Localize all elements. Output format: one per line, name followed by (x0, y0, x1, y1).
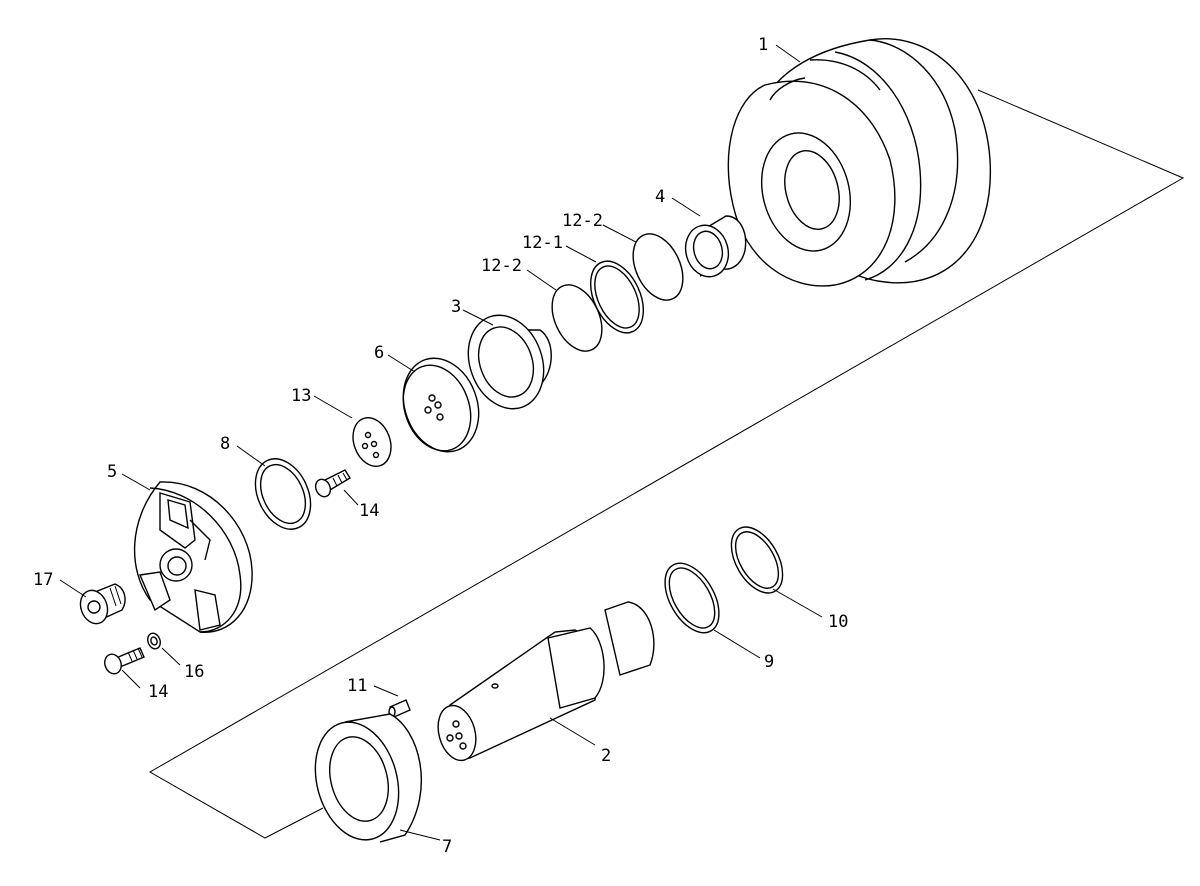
callout-8: 8 (220, 434, 230, 454)
part-16-washer (147, 632, 161, 650)
part-1-roller-body (727, 38, 992, 287)
part-12-2-upper-disc (632, 233, 684, 301)
part-10-ring (730, 526, 784, 594)
part-13-small-plate (352, 417, 392, 467)
callout-4: 4 (655, 187, 665, 207)
part-12-2-lower-disc (551, 284, 603, 352)
part-3-flanged-bushing (467, 314, 552, 410)
callout-12-1: 12-1 (522, 233, 563, 253)
callout-labels: 1 4 12-2 12-1 12-2 3 6 13 8 14 5 17 16 1… (33, 35, 848, 857)
callout-16: 16 (184, 662, 204, 682)
part-6-cover-plate (402, 357, 480, 453)
callout-5: 5 (107, 462, 117, 482)
part-14-bolt-lower (104, 647, 145, 675)
callout-2: 2 (601, 746, 611, 766)
callout-17: 17 (33, 570, 53, 590)
leader-lines (59, 44, 823, 841)
callout-1: 1 (758, 35, 768, 55)
part-12-1-ring (589, 260, 645, 334)
callout-14-lower: 14 (148, 682, 168, 702)
part-4-bushing (684, 215, 747, 278)
callout-14-upper: 14 (359, 501, 379, 521)
callout-12-2-lower: 12-2 (481, 256, 522, 276)
part-8-o-ring (254, 458, 312, 530)
callout-7: 7 (442, 837, 452, 857)
callout-11: 11 (347, 676, 367, 696)
part-2-shaft (437, 601, 655, 762)
callout-9: 9 (764, 652, 774, 672)
callout-10: 10 (828, 612, 848, 632)
part-17-plug (79, 583, 126, 625)
part-14-bolt-upper (314, 469, 351, 498)
callout-12-2-upper: 12-2 (562, 211, 603, 231)
callout-6: 6 (374, 343, 384, 363)
part-9-ring (664, 562, 720, 634)
part-7-collar (314, 713, 423, 843)
callout-3: 3 (451, 297, 461, 317)
assembly-outline (148, 89, 1185, 839)
callout-13: 13 (291, 386, 311, 406)
part-5-end-collar (133, 481, 253, 633)
